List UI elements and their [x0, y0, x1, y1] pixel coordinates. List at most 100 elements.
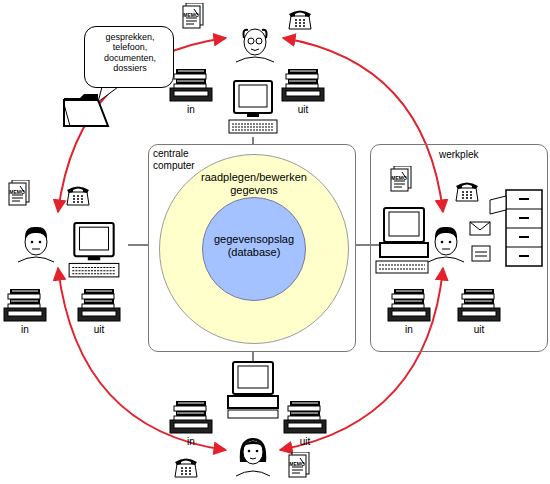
memo-icon [183, 3, 203, 28]
telephone [67, 187, 89, 206]
system-unit [380, 243, 428, 257]
shoulders [236, 471, 270, 476]
central-computer-box: centrale computerraadplegen/bewerken geg… [148, 144, 356, 352]
memo-text: MEMO [183, 12, 199, 18]
face [243, 440, 263, 464]
desktop-computer [376, 208, 428, 273]
monitor [384, 208, 424, 242]
memo-icon [391, 166, 411, 191]
tray-label: in [187, 436, 195, 447]
screen [238, 366, 268, 388]
telephone [175, 459, 197, 478]
keyboard [376, 261, 428, 273]
bubble-tail [98, 87, 118, 102]
circle-shape [160, 155, 349, 344]
shoulders [236, 57, 274, 62]
shoulders [18, 257, 54, 262]
hair [435, 227, 457, 240]
cabinet-handles [519, 199, 529, 256]
processing-circle: raadplegen/bewerken gegevens gegevensopsl… [159, 154, 349, 344]
glasses [248, 38, 254, 44]
telephone [289, 11, 311, 30]
eye [256, 450, 259, 453]
wire [356, 245, 382, 246]
fax-lines [475, 252, 487, 256]
speech-bubble: gesprekken, telefoon, documenten, dossie… [84, 26, 174, 88]
wire [253, 352, 254, 362]
circle-shape [203, 198, 306, 301]
node-text: centrale computer [153, 148, 209, 171]
keyboard [228, 410, 278, 418]
eye [449, 241, 452, 244]
person-bottom [236, 438, 270, 476]
mouth [32, 249, 40, 250]
eye [248, 450, 251, 453]
eye [441, 241, 444, 244]
memo-text: MEMO [391, 175, 407, 181]
cabinet-drawers [506, 209, 542, 247]
telephone [456, 183, 478, 202]
in-tray [388, 289, 430, 321]
folder-body [64, 100, 108, 126]
tray-label: uit [94, 324, 105, 335]
computer [69, 223, 119, 277]
in-tray [170, 401, 212, 433]
screen [389, 212, 419, 236]
communication-arcs [58, 38, 443, 450]
shoulders [428, 257, 464, 262]
node-text: gegevensopslag (database) [206, 233, 302, 258]
tray-label: uit [300, 436, 311, 447]
filing-cabinet [490, 190, 542, 266]
fax-paper [472, 246, 490, 261]
memo-icon [289, 452, 309, 477]
database-circle: gegevensopslag (database) [202, 197, 306, 301]
out-tray [78, 289, 120, 321]
open-drawer [490, 196, 506, 214]
out-tray [458, 289, 500, 321]
desktop-computer [228, 362, 278, 418]
memo-text: MEMO [9, 189, 25, 195]
tray-label: uit [298, 104, 309, 115]
fax-sheet [472, 246, 490, 261]
tray-label: in [21, 324, 29, 335]
keyboard-keys [379, 265, 425, 269]
envelope-body [470, 222, 490, 235]
mouth [250, 458, 256, 459]
node-text: gesprekken, telefoon, documenten, dossie… [98, 32, 162, 73]
node-text: raadplegen/bewerken gegevens [197, 171, 311, 196]
tray-label: in [405, 324, 413, 335]
cabinet-body [506, 190, 542, 266]
mouth [251, 49, 259, 51]
envelope [470, 222, 490, 235]
tray-label: uit [474, 324, 485, 335]
out-tray [284, 401, 326, 433]
in-tray [4, 289, 46, 321]
fringe [243, 441, 263, 446]
wire [253, 137, 254, 144]
system-unit [228, 396, 278, 408]
eye [31, 241, 34, 244]
network-wires [128, 137, 382, 362]
person-left [18, 227, 54, 262]
folder-edge [64, 104, 70, 126]
person-top [236, 29, 274, 62]
envelope-flap [470, 222, 490, 230]
mouth [442, 249, 450, 250]
hair [244, 30, 267, 38]
node-text: werkplek [439, 149, 519, 161]
out-tray [282, 69, 324, 101]
monitor [233, 362, 273, 394]
memo-text: MEMO [289, 461, 305, 467]
face [244, 29, 266, 55]
tray-label: in [187, 104, 195, 115]
glasses [256, 38, 262, 44]
hair [25, 227, 47, 240]
computer [229, 81, 277, 133]
in-tray [170, 69, 212, 101]
wire [128, 245, 148, 246]
eye [39, 241, 42, 244]
person-right [428, 227, 464, 262]
